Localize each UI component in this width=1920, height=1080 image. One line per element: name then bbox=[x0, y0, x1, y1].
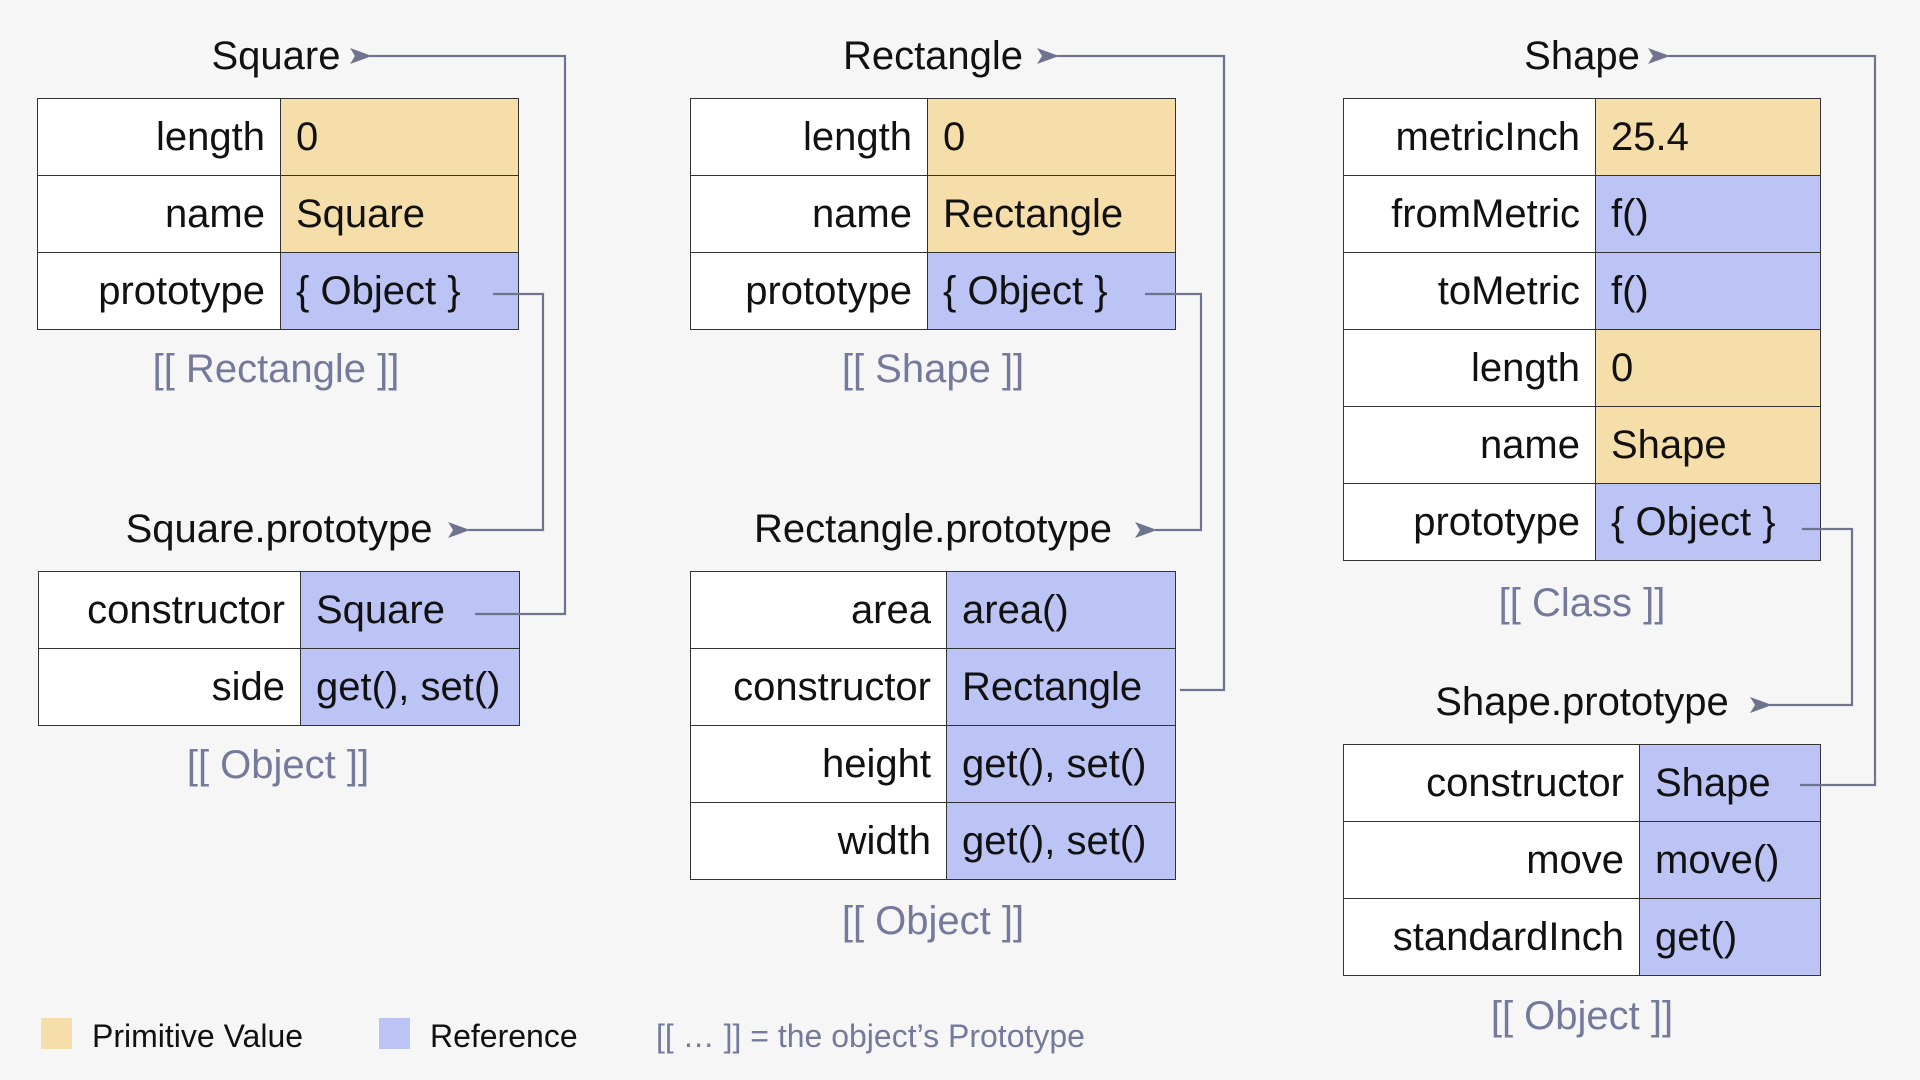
property-key: length bbox=[690, 98, 928, 176]
property-value: 0 bbox=[1595, 329, 1821, 407]
property-value: get(), set() bbox=[300, 648, 520, 726]
property-key: toMetric bbox=[1343, 252, 1596, 330]
property-key: constructor bbox=[690, 648, 947, 726]
property-key: metricInch bbox=[1343, 98, 1596, 176]
square-prototype-title: Square.prototype bbox=[125, 507, 433, 551]
square-proto-label: [[ Rectangle ]] bbox=[152, 347, 400, 391]
rectangle-prototype-title: Rectangle.prototype bbox=[753, 507, 1112, 551]
property-row: prototype{ Object } bbox=[690, 252, 1176, 330]
arrow-rectangle-constructor-to-rectangle bbox=[1037, 48, 1226, 692]
property-value: get(), set() bbox=[946, 802, 1176, 880]
property-row: prototype{ Object } bbox=[1343, 483, 1821, 561]
shape-prototype-proto-label: [[ Object ]] bbox=[1490, 994, 1674, 1038]
property-value: move() bbox=[1639, 821, 1821, 899]
shape-prototype-title: Shape.prototype bbox=[1435, 680, 1729, 724]
property-value: f() bbox=[1595, 252, 1821, 330]
property-key: name bbox=[1343, 406, 1596, 484]
property-value: Rectangle bbox=[927, 175, 1176, 253]
property-key: standardInch bbox=[1343, 898, 1640, 976]
legend-reference-swatch bbox=[379, 1018, 410, 1049]
legend-reference-label: Reference bbox=[430, 1018, 578, 1054]
rectangle-prototype-proto-label: [[ Object ]] bbox=[841, 899, 1025, 943]
property-value: { Object } bbox=[280, 252, 519, 330]
property-key: prototype bbox=[690, 252, 928, 330]
property-value: { Object } bbox=[1595, 483, 1821, 561]
arrow-rectangle-prototype-to-rectangle-proto bbox=[1135, 292, 1203, 538]
arrow-shape-constructor-to-shape bbox=[1648, 48, 1877, 787]
shape-proto-label: [[ Class ]] bbox=[1498, 581, 1666, 625]
property-value: get() bbox=[1639, 898, 1821, 976]
arrow-square-constructor-to-square bbox=[350, 48, 567, 616]
property-row: prototype{ Object } bbox=[37, 252, 519, 330]
property-key: length bbox=[1343, 329, 1596, 407]
rectangle-title: Rectangle bbox=[842, 34, 1024, 78]
square-title: Square bbox=[211, 34, 341, 78]
property-value: Rectangle bbox=[946, 648, 1176, 726]
property-key: prototype bbox=[1343, 483, 1596, 561]
property-value: 0 bbox=[280, 98, 519, 176]
legend-primitive-swatch bbox=[41, 1018, 72, 1049]
arrow-shape-prototype-to-shape-proto bbox=[1750, 527, 1854, 713]
legend-primitive-label: Primitive Value bbox=[92, 1018, 304, 1054]
arrow-square-prototype-to-square-proto bbox=[448, 292, 545, 538]
rectangle-proto-label: [[ Shape ]] bbox=[841, 347, 1025, 391]
property-value: Shape bbox=[1639, 744, 1821, 822]
shape-title: Shape bbox=[1524, 34, 1640, 78]
property-key: constructor bbox=[38, 571, 301, 649]
property-value: Square bbox=[300, 571, 520, 649]
property-key: side bbox=[38, 648, 301, 726]
legend-prototype-note: [[ … ]] = the object’s Prototype bbox=[656, 1018, 1085, 1054]
property-key: prototype bbox=[37, 252, 281, 330]
property-key: fromMetric bbox=[1343, 175, 1596, 253]
property-value: 25.4 bbox=[1595, 98, 1821, 176]
property-key: width bbox=[690, 802, 947, 880]
property-value: Shape bbox=[1595, 406, 1821, 484]
property-value: { Object } bbox=[927, 252, 1176, 330]
square-prototype-proto-label: [[ Object ]] bbox=[186, 743, 370, 787]
property-key: name bbox=[690, 175, 928, 253]
property-value: 0 bbox=[927, 98, 1176, 176]
property-value: f() bbox=[1595, 175, 1821, 253]
property-value: area() bbox=[946, 571, 1176, 649]
property-value: get(), set() bbox=[946, 725, 1176, 803]
